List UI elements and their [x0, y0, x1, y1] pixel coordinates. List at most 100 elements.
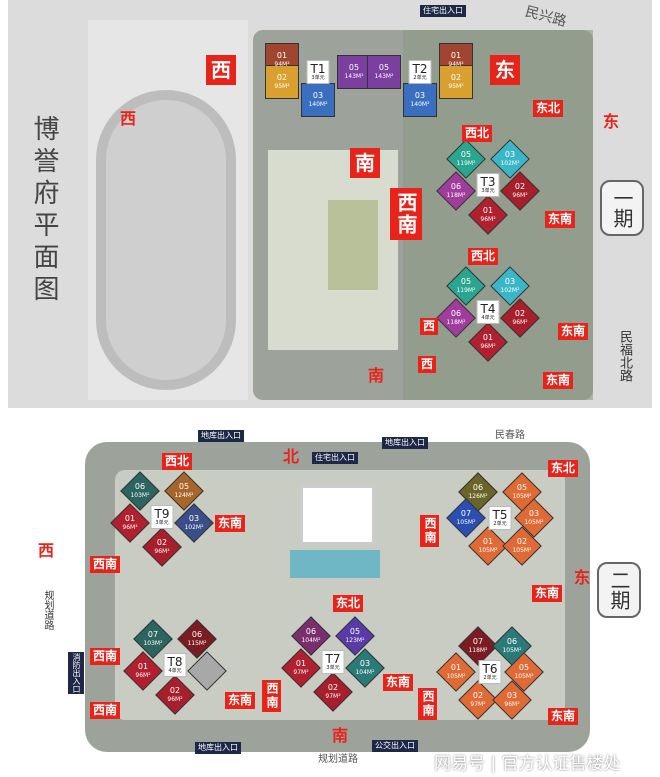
- unit-code: 07: [460, 509, 472, 518]
- unit-code: 05: [178, 482, 190, 491]
- direction-label: 东北: [548, 460, 579, 477]
- unit-code: 01: [124, 514, 136, 523]
- building-name: T5: [492, 508, 508, 522]
- direction-label: 西南: [90, 648, 121, 665]
- unit-area: 95M²: [274, 83, 290, 90]
- pool: [290, 550, 380, 578]
- unit-area: 102M²: [184, 524, 204, 531]
- unit-code: 06: [305, 627, 317, 636]
- unit-area: 104M²: [355, 669, 375, 676]
- unit-area: 97M²: [293, 669, 309, 676]
- unit-code: 02: [472, 691, 484, 700]
- direction-label: 东南: [532, 585, 563, 602]
- building-name: T8: [167, 655, 183, 669]
- unit-code: 06: [450, 309, 462, 318]
- unit-code: 06: [472, 483, 484, 492]
- unit-code: 03: [528, 509, 540, 518]
- unit-code: 02: [514, 182, 526, 191]
- unit-area: 96M²: [480, 343, 496, 350]
- unit-code: 05: [518, 663, 530, 672]
- direction-label: 西南: [262, 680, 281, 712]
- unit-code: 07: [472, 637, 484, 646]
- unit-code: 05: [460, 277, 472, 286]
- unit-area: 119M²: [456, 160, 476, 167]
- unit-area: 140M²: [410, 101, 430, 108]
- unit-code: 05: [348, 63, 360, 72]
- unit-area: 97M²: [325, 693, 341, 700]
- running-track: [96, 90, 236, 390]
- road-minfu-north: 民福北路: [617, 330, 632, 382]
- garage-entrance-north: 地库出入口: [198, 430, 244, 442]
- phase-two-badge: 二期: [597, 562, 641, 618]
- unit-area: 105M²: [456, 519, 476, 526]
- building-sub: 3单元: [311, 75, 325, 81]
- building-sub: 2单元: [413, 75, 427, 81]
- unit-area: 102M²: [500, 160, 520, 167]
- unit-code: 06: [506, 637, 518, 646]
- direction-label: 西北: [468, 248, 499, 265]
- red-direction-text: 南: [368, 366, 385, 385]
- clubhouse: [300, 485, 375, 545]
- building-sub: 4单元: [481, 315, 495, 321]
- unit-code: 02: [156, 538, 168, 547]
- unit-area: 126M²: [468, 493, 488, 500]
- unit-area: 102M²: [500, 287, 520, 294]
- unit-code: 02: [514, 309, 526, 318]
- unit-code: 06: [450, 182, 462, 191]
- unit-code: 01: [295, 659, 307, 668]
- direction-label: 西: [420, 318, 439, 335]
- unit-area: 94M²: [448, 61, 464, 68]
- unit-area: 96M²: [512, 319, 528, 326]
- building-name: T7: [325, 652, 341, 666]
- unit-area: 105M²: [502, 647, 522, 654]
- phase-one-plan: [8, 0, 652, 408]
- unit-area: 105M²: [446, 673, 466, 680]
- garage-entrance-northeast: 地库出入口: [382, 437, 428, 449]
- unit-area: 118M²: [446, 319, 466, 326]
- unit-code: 03: [359, 659, 371, 668]
- garage-entrance-south: 地库出入口: [195, 742, 241, 754]
- unit-area: 96M²: [504, 701, 520, 708]
- unit-area: 105M²: [514, 673, 534, 680]
- residential-entrance-label: 住宅出入口: [312, 452, 358, 464]
- phase-one-badge: 一期: [600, 180, 644, 236]
- unit-code: 02: [327, 683, 339, 692]
- road-planned-west: 规划道路: [42, 590, 53, 630]
- building-sub: 3单元: [155, 520, 169, 526]
- direction-label: 东南: [383, 674, 414, 691]
- building-sub: 4单元: [168, 668, 182, 674]
- unit-area: 103M²: [143, 640, 163, 647]
- unit-code: 03: [312, 91, 324, 100]
- unit-code: 06: [134, 482, 146, 491]
- road-minchun: 民春路: [495, 430, 525, 441]
- unit-area: 96M²: [480, 216, 496, 223]
- building-name: T4: [480, 302, 496, 316]
- building-name: T2: [412, 62, 428, 76]
- unit-code: 07: [147, 630, 159, 639]
- unit-area: 94M²: [274, 61, 290, 68]
- building-sub: 3单元: [326, 665, 340, 671]
- direction-label: 东: [490, 55, 520, 85]
- fire-entrance-label: 消防出入口: [68, 652, 84, 694]
